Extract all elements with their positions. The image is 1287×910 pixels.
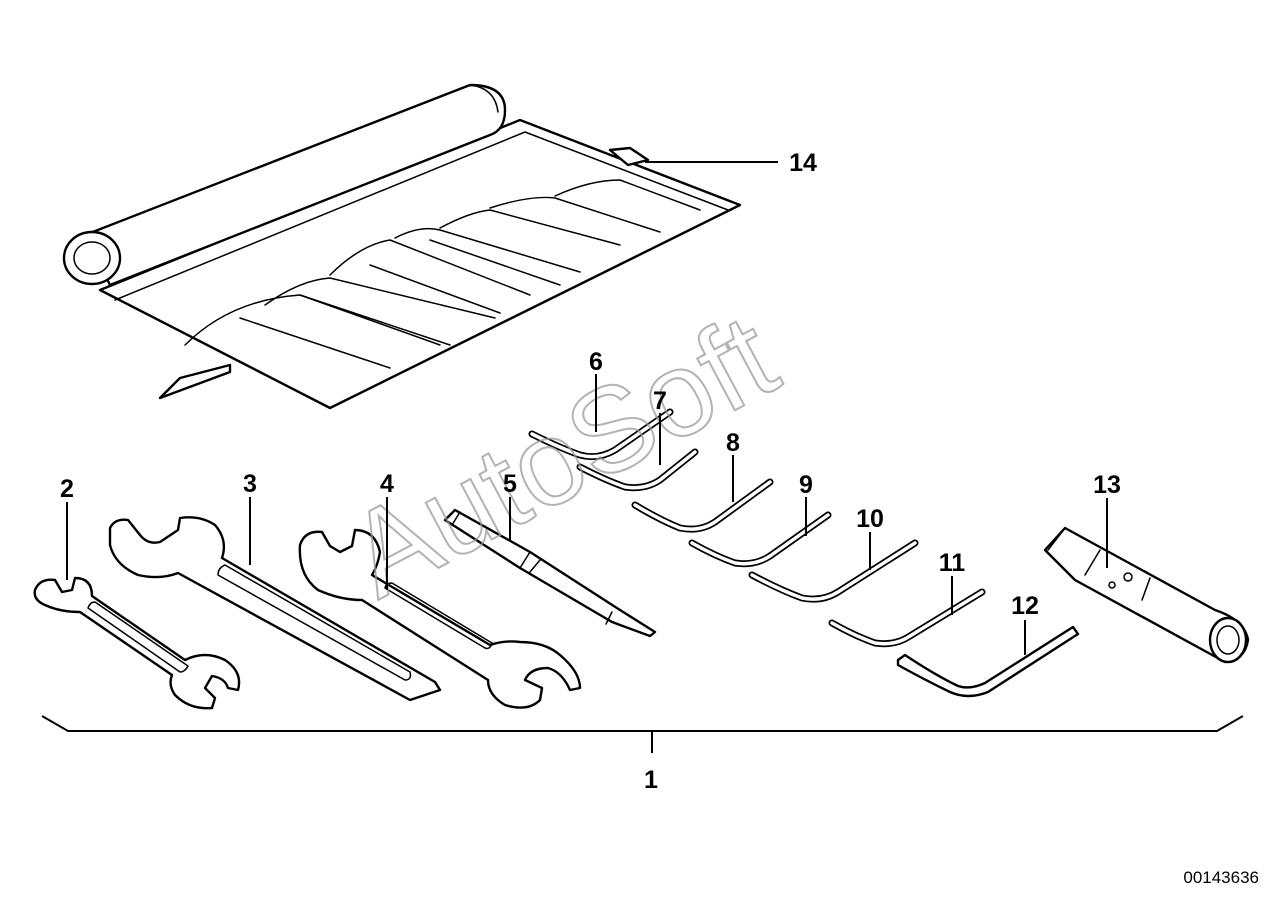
callout-3: 3: [243, 470, 257, 498]
hex-key-11: [828, 588, 986, 648]
leader-lines: [66, 161, 1108, 655]
hex-key-9: [688, 511, 832, 568]
screwdriver: [443, 508, 657, 638]
hex-key-6: [528, 408, 674, 461]
tool-roll: [62, 83, 742, 410]
callout-12: 12: [1011, 592, 1039, 620]
callout-2: 2: [60, 475, 74, 503]
callout-1: 1: [644, 766, 658, 794]
wrench-small: [33, 576, 241, 710]
callout-11: 11: [939, 549, 966, 577]
callout-14: 14: [789, 149, 817, 177]
hex-key-10: [748, 539, 919, 603]
allen-key: [896, 625, 1080, 698]
callouts: 1 2 3 4 5 6 7 8 9 10 11 12 13 14: [60, 149, 1121, 794]
callout-13: 13: [1093, 471, 1121, 499]
callout-5: 5: [503, 470, 517, 498]
assembly-bracket: [41, 715, 1244, 753]
box-spanner: [1043, 526, 1250, 664]
callout-7: 7: [653, 387, 667, 415]
callout-6: 6: [589, 348, 603, 376]
hex-key-8: [631, 478, 774, 533]
callout-8: 8: [726, 429, 740, 457]
document-number: 00143636: [1183, 868, 1259, 887]
callout-9: 9: [799, 471, 813, 499]
callout-4: 4: [380, 470, 394, 498]
callout-10: 10: [856, 505, 884, 533]
hex-key-7: [576, 448, 699, 492]
wrench-large: [108, 516, 442, 702]
